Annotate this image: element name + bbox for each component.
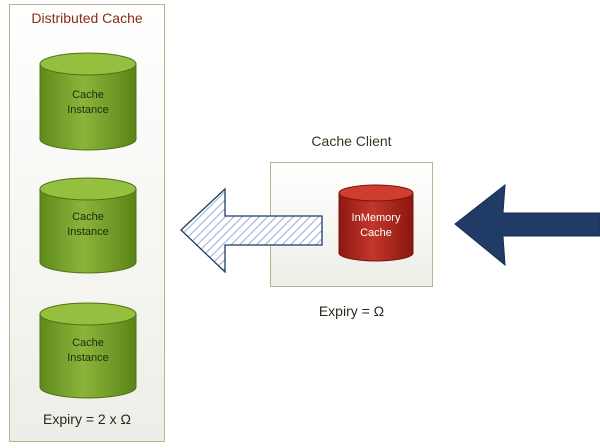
inmemory-cache-label-line1: InMemory — [351, 212, 401, 224]
distributed-cache-expiry: Expiry = 2 x Ω — [43, 411, 131, 427]
inmemory-cache-cylinder — [338, 184, 414, 262]
incoming-request-arrow — [454, 183, 600, 267]
inmemory-cache-label: InMemory Cache — [339, 211, 413, 241]
cache-instance-label: Cache Instance — [40, 336, 136, 366]
cache-instance-label-line1: Cache — [72, 337, 104, 349]
cache-instance-label: Cache Instance — [40, 210, 136, 240]
cache-instance-label-line2: Instance — [67, 104, 109, 116]
inmemory-cache-label-line2: Cache — [360, 227, 392, 239]
cache-instance-label-line1: Cache — [72, 211, 104, 223]
cache-instance-label: Cache Instance — [40, 88, 136, 118]
cache-instance-label-line2: Instance — [67, 352, 109, 364]
distributed-cache-title: Distributed Cache — [31, 10, 143, 26]
cache-instance-label-line1: Cache — [72, 89, 104, 101]
cache-instance-cylinder — [39, 302, 137, 399]
cache-client-title: Cache Client — [311, 133, 392, 149]
cache-instance-cylinder — [39, 177, 137, 274]
cache-client-expiry: Expiry = Ω — [318, 303, 385, 319]
outgoing-arrow — [180, 187, 323, 274]
cache-instance-label-line2: Instance — [67, 226, 109, 238]
cache-instance-cylinder — [39, 52, 137, 151]
